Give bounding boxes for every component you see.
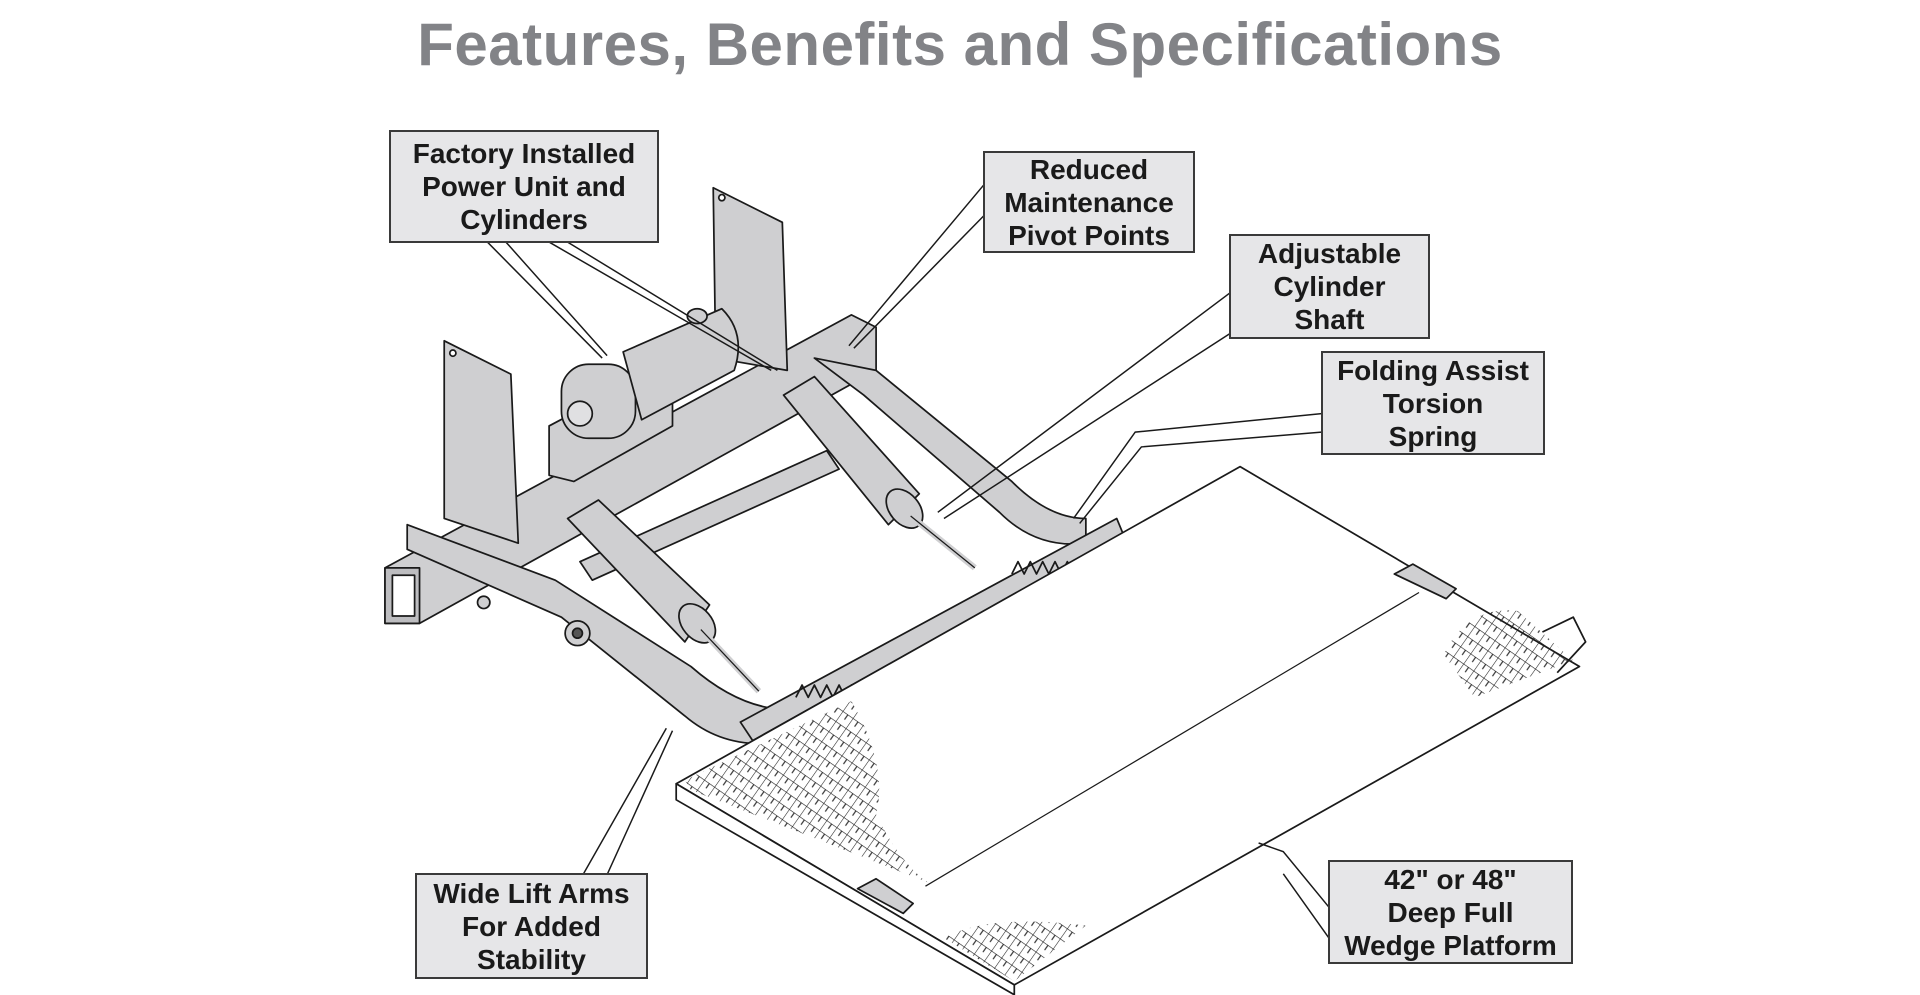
callout-line: For Added: [462, 910, 601, 942]
callout-line: Cylinder: [1273, 271, 1386, 302]
callout-line: Pivot Points: [1008, 219, 1170, 251]
page-title: Features, Benefits and Specifications: [417, 11, 1503, 78]
power-unit: [548, 307, 740, 483]
callout-line: Spring: [1388, 420, 1478, 452]
callout-pivot-points: Reduced Maintenance Pivot Points: [983, 151, 1195, 253]
callout-line: 42" or 48": [1384, 863, 1517, 895]
callout-line: Shaft: [1294, 304, 1365, 335]
right-lift-arm: [813, 357, 1087, 545]
callout-line: Stability: [477, 943, 586, 975]
callout-line: Adjustable: [1257, 238, 1402, 269]
tread-plate-corner: [943, 921, 1086, 982]
callout-line: Power Unit and: [422, 171, 626, 202]
leader-lines: [486, 184, 1330, 939]
callout-line: Torsion: [1382, 387, 1484, 419]
tread-plate-right: [1443, 610, 1574, 698]
hinge-near: [856, 877, 914, 915]
callout-line: Wide Lift Arms: [433, 877, 630, 909]
tread-plate-left: [684, 701, 928, 883]
callout-wedge-platform: 42" or 48" Deep Full Wedge Platform: [1328, 860, 1573, 964]
callout-line: Cylinders: [460, 204, 588, 235]
callout-cylinder-shaft: Adjustable Cylinder Shaft: [1229, 234, 1430, 339]
callout-line: Factory Installed: [412, 138, 636, 169]
callout-power-unit: Factory Installed Power Unit and Cylinde…: [389, 130, 659, 243]
callout-line: Maintenance: [1004, 186, 1174, 218]
left-cylinder: [566, 499, 762, 694]
callout-line: Wedge Platform: [1344, 929, 1557, 961]
platform-handle: [1542, 616, 1587, 674]
callout-lift-arms: Wide Lift Arms For Added Stability: [415, 873, 648, 979]
right-cylinder: [782, 375, 977, 571]
hinge-far: [1393, 563, 1457, 600]
callout-line: Deep Full: [1387, 896, 1514, 928]
callout-line: Folding Assist: [1337, 354, 1529, 386]
callout-line: Reduced: [1029, 153, 1149, 185]
left-mount-plate: [443, 339, 520, 545]
callout-torsion-spring: Folding Assist Torsion Spring: [1321, 351, 1545, 455]
